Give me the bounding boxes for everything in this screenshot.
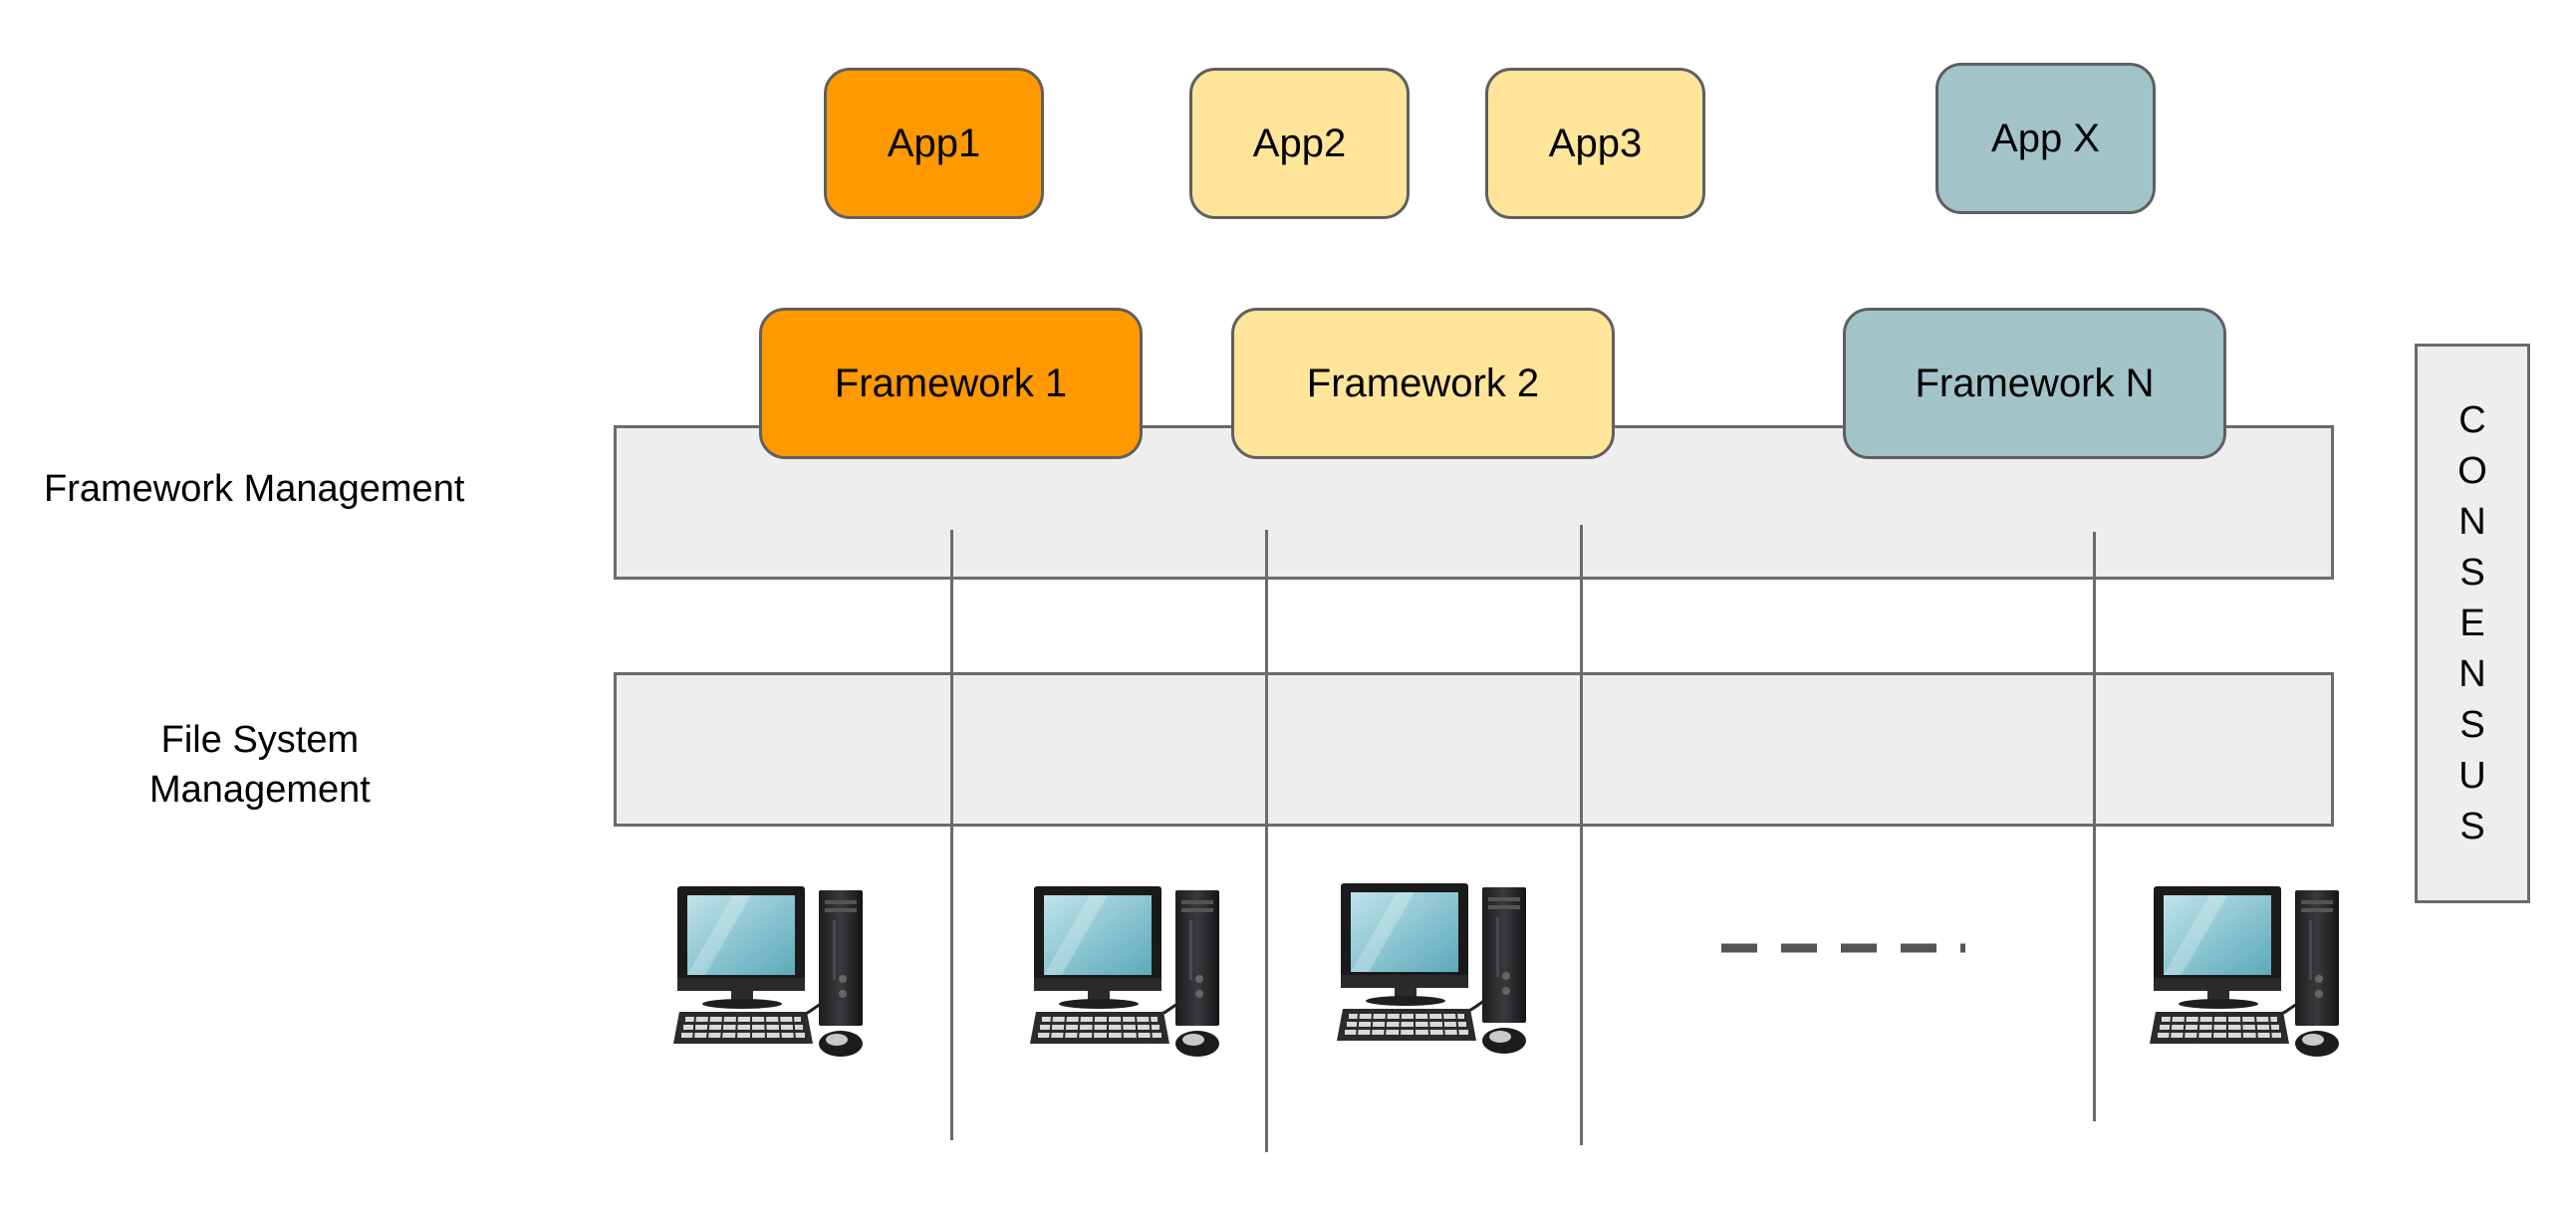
- computer-icon-graphic: [1028, 884, 1221, 1059]
- framework-2-label: Framework 2: [1306, 361, 1540, 405]
- file-system-label-line1: File System: [160, 719, 360, 761]
- computer-icon: [1028, 884, 1229, 1064]
- computer-icon: [2148, 884, 2349, 1064]
- consensus-letter: S: [2459, 551, 2485, 594]
- consensus-letter: S: [2459, 703, 2485, 746]
- framework-1-label: Framework 1: [834, 361, 1068, 405]
- consensus-letter: N: [2458, 500, 2486, 543]
- app-2-box: App2: [1189, 68, 1410, 219]
- consensus-letter: U: [2458, 754, 2486, 797]
- computer-icon: [1335, 881, 1536, 1061]
- framework-1-box: Framework 1: [759, 308, 1143, 459]
- consensus-letter: O: [2457, 449, 2487, 492]
- app-1-label: App1: [887, 120, 981, 165]
- file-system-management-layer: [614, 672, 2334, 827]
- connector-line-1: [950, 530, 953, 1140]
- file-system-label-line2: Management: [149, 769, 371, 811]
- framework-2-box: Framework 2: [1231, 308, 1615, 459]
- connector-line-3: [1580, 525, 1583, 1145]
- app-2-label: App2: [1252, 120, 1347, 165]
- consensus-letter: C: [2458, 398, 2486, 441]
- app-1-box: App1: [824, 68, 1044, 219]
- computer-icon: [671, 884, 873, 1064]
- consensus-letter: N: [2458, 652, 2486, 695]
- computer-icon-graphic: [671, 884, 865, 1059]
- framework-n-box: Framework N: [1843, 308, 2226, 459]
- consensus-letter: S: [2459, 805, 2485, 847]
- connector-line-4: [2093, 532, 2096, 1121]
- consensus-box: C O N S E N S U S: [2415, 344, 2530, 903]
- app-3-label: App3: [1548, 120, 1643, 165]
- connector-line-2: [1265, 530, 1268, 1152]
- ellipsis-dashes: [1721, 943, 1965, 953]
- app-x-label: App X: [1991, 116, 2100, 160]
- app-3-box: App3: [1485, 68, 1705, 219]
- computer-icon-graphic: [1335, 881, 1528, 1056]
- computer-icon-graphic: [2148, 884, 2341, 1059]
- framework-management-label: Framework Management: [44, 468, 465, 510]
- app-x-box: App X: [1935, 63, 2156, 214]
- consensus-letter: E: [2459, 602, 2485, 644]
- file-system-management-label: File System Management: [149, 715, 371, 815]
- framework-n-label: Framework N: [1915, 361, 2155, 405]
